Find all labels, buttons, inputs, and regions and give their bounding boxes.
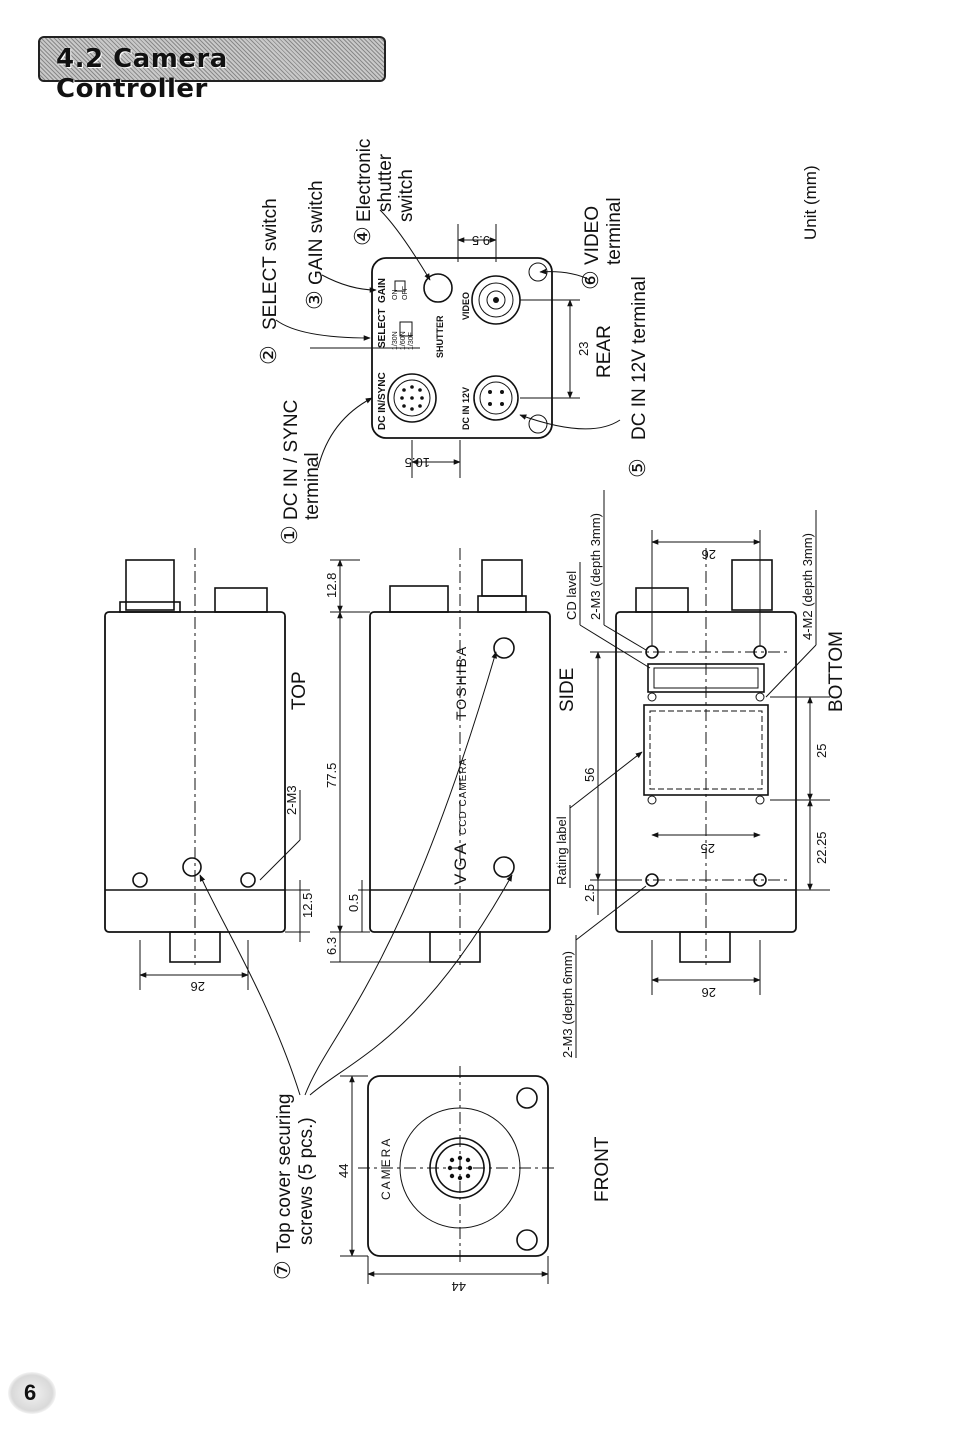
lens-mount [429, 1137, 491, 1199]
callout-7-text2: screws (5 pcs.) [296, 1117, 317, 1245]
callout-1-text2: terminal [302, 452, 323, 520]
rear-panel-view: REAR DC IN/SYNC SELECT GAIN 1/30N 1/60N … [371, 224, 615, 478]
callout-5-text: DC IN 12V terminal [629, 276, 650, 440]
callout-5: ⑤ DC IN 12V terminal [625, 276, 650, 478]
callout-2-text: SELECT switch [260, 198, 281, 330]
section-header: 4.2 Camera Controller [38, 36, 386, 104]
callout-4-text: Electronic [354, 139, 375, 222]
bottom-dim-56: 56 [582, 768, 597, 782]
section-title: 4.2 Camera Controller [56, 44, 228, 104]
bottom-dim-26-top: 26 [702, 547, 716, 562]
rear-gain-on: ON [392, 290, 399, 301]
bottom-dim-25-side: 25 [814, 744, 829, 758]
callout-2: ② SELECT switch [256, 198, 281, 365]
bottom-dim-26-bottom: 26 [702, 985, 716, 1000]
bottom-cd-label: CD lavel [564, 571, 579, 620]
rear-sel-opt-2: 1/60N [400, 331, 407, 350]
front-label: FRONT [592, 1136, 613, 1202]
page-number-text: 6 [24, 1380, 37, 1405]
bottom-rating: Rating label [554, 816, 569, 885]
rear-dim-23: 23 [576, 342, 591, 356]
callout-3-text: GAIN switch [306, 180, 327, 285]
front-camera-text: CAMERA [379, 1137, 393, 1200]
side-dim-77-5: 77.5 [324, 763, 339, 788]
callout-4-text3: switch [396, 169, 417, 222]
rear-dc-in-12v-label: DC IN 12V [461, 387, 471, 430]
side-dim-12-8: 12.8 [324, 573, 339, 598]
rear-shutter-label: SHUTTER [435, 315, 445, 358]
top-note-2m3: 2-M3 [284, 785, 299, 815]
callout-7: ⑦ Top cover securing screws (5 pcs.) [270, 1094, 317, 1280]
callout-6: ⑥ VIDEO terminal [578, 197, 625, 290]
rear-video-label: VIDEO [461, 292, 471, 320]
callout-6-text: VIDEO [582, 206, 603, 265]
rear-gain-off: OFF [402, 286, 409, 300]
rear-label: REAR [594, 325, 615, 378]
front-dim-44-v: 44 [336, 1164, 351, 1178]
dc-in-sync-connector [387, 373, 437, 423]
callout-1: ① DC IN / SYNC terminal [277, 400, 323, 545]
callout-4-num: ④ [350, 226, 375, 246]
rear-sel-opt-3: 1/30F [408, 332, 415, 350]
screw-callout-leaders [199, 651, 513, 1096]
callout-6-num: ⑥ [578, 270, 603, 290]
side-label: SIDE [557, 668, 578, 712]
side-brand: TOSHIBA [453, 645, 469, 720]
dc-in-12v-connector [473, 375, 519, 421]
rating-label-plate [643, 704, 769, 796]
callout-3-num: ③ [302, 290, 327, 310]
top-view: TOP 2-M3 26 12.5 [104, 548, 315, 994]
callout-1-num: ① [277, 525, 302, 545]
front-dim-44-h: 44 [452, 1279, 466, 1294]
front-view: CAMERA FRONT 44 44 [336, 1066, 613, 1294]
callout-4-text2: shutter [375, 153, 396, 212]
callout-3: ③ GAIN switch [302, 180, 327, 310]
bottom-m2-3: 4-M2 (depth 3mm) [800, 533, 815, 640]
rear-sel-opt-1: 1/30N [392, 331, 399, 350]
callout-7-num: ⑦ [270, 1260, 295, 1280]
rear-gain-label: GAIN [377, 278, 388, 303]
callout-leaders [275, 209, 621, 469]
cd-label-plate [647, 663, 765, 693]
side-dim-0-5: 0.5 [346, 894, 361, 912]
bottom-dim-22-25: 22.25 [814, 831, 829, 864]
bottom-dim-2-5: 2.5 [582, 884, 597, 902]
callout-7-text: Top cover securing [274, 1094, 295, 1253]
bottom-view: BOTTOM CD lavel 2-M3 (depth 3mm) 4-M2 (d… [554, 490, 847, 1058]
top-dim-12-5: 12.5 [300, 893, 315, 918]
side-model-1: VGA [451, 840, 470, 885]
bottom-m3-3: 2-M3 (depth 3mm) [588, 513, 603, 620]
callout-1-text: DC IN / SYNC [281, 400, 302, 520]
bottom-dim-25-inner: 25 [701, 841, 715, 856]
side-model-2: CCD CAMERA [458, 758, 469, 835]
callout-4: ④ Electronic shutter switch [350, 139, 417, 246]
rear-dim-10-5: 10.5 [405, 455, 430, 470]
page-number: 6 [8, 1372, 56, 1414]
callout-2-num: ② [256, 345, 281, 365]
top-label: TOP [289, 671, 310, 710]
side-dim-6-3: 6.3 [324, 937, 339, 955]
bottom-m3-6: 2-M3 (depth 6mm) [560, 951, 575, 1058]
callout-6-text2: terminal [604, 197, 625, 265]
side-view: TOSHIBA VGA CCD CAMERA SIDE 12.8 77.5 0.… [324, 548, 578, 965]
rear-dc-in-sync-label: DC IN/SYNC [377, 372, 388, 430]
rear-dim-9-5: 9.5 [472, 233, 490, 248]
unit-note: Unit (mm) [801, 165, 820, 240]
top-dim-26: 26 [191, 979, 205, 994]
bottom-label: BOTTOM [826, 631, 847, 712]
rear-select-label: SELECT [377, 309, 388, 348]
shutter-switch-knob [423, 273, 453, 303]
callout-5-num: ⑤ [625, 458, 650, 478]
